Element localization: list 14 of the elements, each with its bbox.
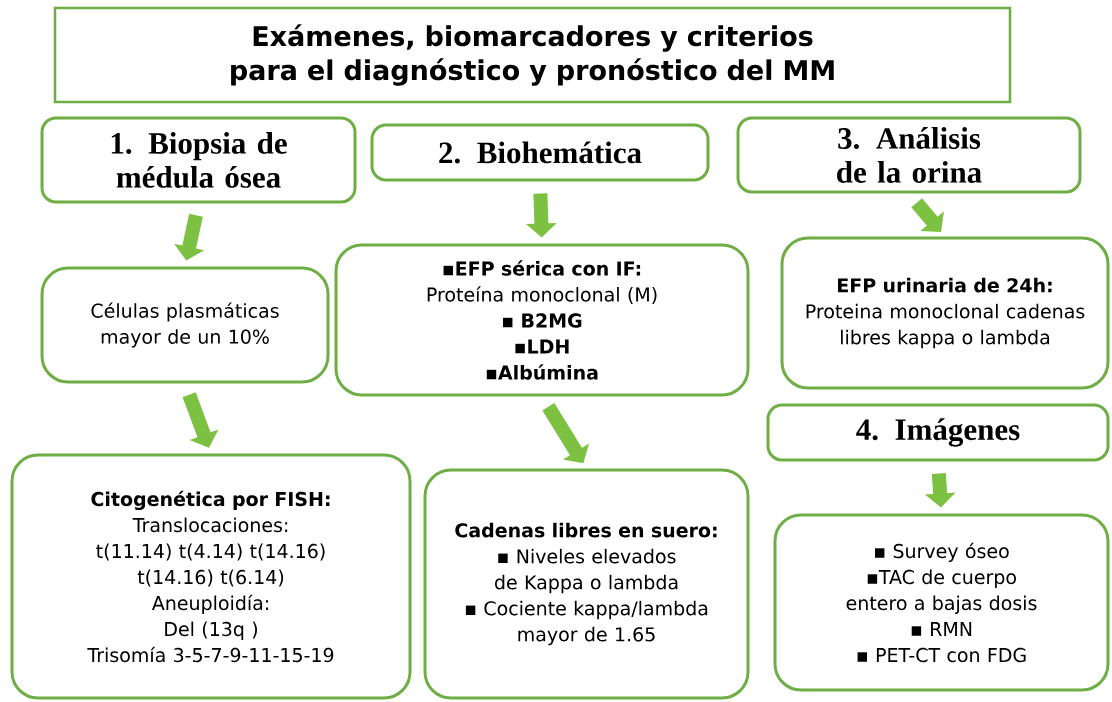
heading-box: 3. Análisis de la orina xyxy=(736,116,1082,194)
heading-box: 1. Biopsia de médula ósea xyxy=(40,116,357,204)
heading-box: 4. Imágenes xyxy=(766,403,1110,462)
text-box: ▪ Survey óseo ▪TAC de cuerpo entero a bajas dosis ▪ RMN ▪ PET-CT con FDG xyxy=(773,513,1110,692)
text-box: Cadenas libres en suero: ▪ Niveles elevados de Kappa o lambda ▪ Cociente kappa/lambda mayor de 1.65 xyxy=(423,468,750,700)
text-box: ▪EFP sérica con IF: Proteína monoclonal (M) ▪ B2MG ▪LDH ▪Albúmina xyxy=(334,243,750,397)
text-box: EFP urinaria de 24h: Proteina monoclonal cadenas libres kappa o lambda xyxy=(780,236,1110,390)
arrow xyxy=(182,392,219,448)
title-box: Exámenes, biomarcadores y criterios para el diagnóstico y pronóstico del MM xyxy=(53,6,1012,104)
arrow xyxy=(542,403,590,464)
text-box: Células plasmáticas mayor de un 10% xyxy=(40,266,330,384)
arrow xyxy=(911,198,944,232)
heading-box: 2. Biohemática xyxy=(370,123,710,182)
text-box: Citogenética por FISH: Translocaciones: t(11.14) t(4.14) t(14.16) t(14.16) t(6.14) Aneuploidía: Del (13q ) Trisomía 3-5-7-9-11-15-19 xyxy=(10,453,412,700)
